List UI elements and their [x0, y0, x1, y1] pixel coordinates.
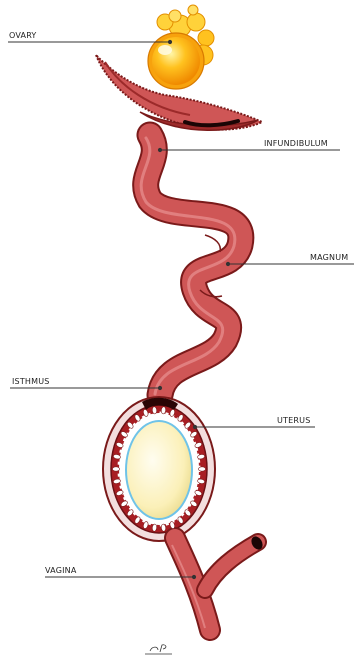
- uterus-crypt: [161, 524, 166, 532]
- label-vagina: VAGINA: [45, 566, 77, 575]
- ovary-yolk-cluster: [148, 5, 214, 89]
- label-infundibulum: INFUNDIBULUM: [264, 139, 328, 148]
- uterus-crypt: [112, 467, 119, 471]
- oviduct-tube: [141, 135, 241, 395]
- uterus-crypt: [198, 467, 205, 471]
- label-magnum: MAGNUM: [310, 253, 348, 262]
- uterus-crypt: [152, 524, 157, 532]
- uterus-crypt: [161, 406, 166, 414]
- label-uterus: UTERUS: [277, 416, 311, 425]
- label-isthmus: ISTHMUS: [12, 377, 50, 386]
- egg: [127, 422, 191, 518]
- uterus-crypt: [152, 406, 157, 414]
- vagina: [172, 534, 265, 630]
- signature-mark: [145, 645, 172, 654]
- label-ovary: OVARY: [9, 31, 37, 40]
